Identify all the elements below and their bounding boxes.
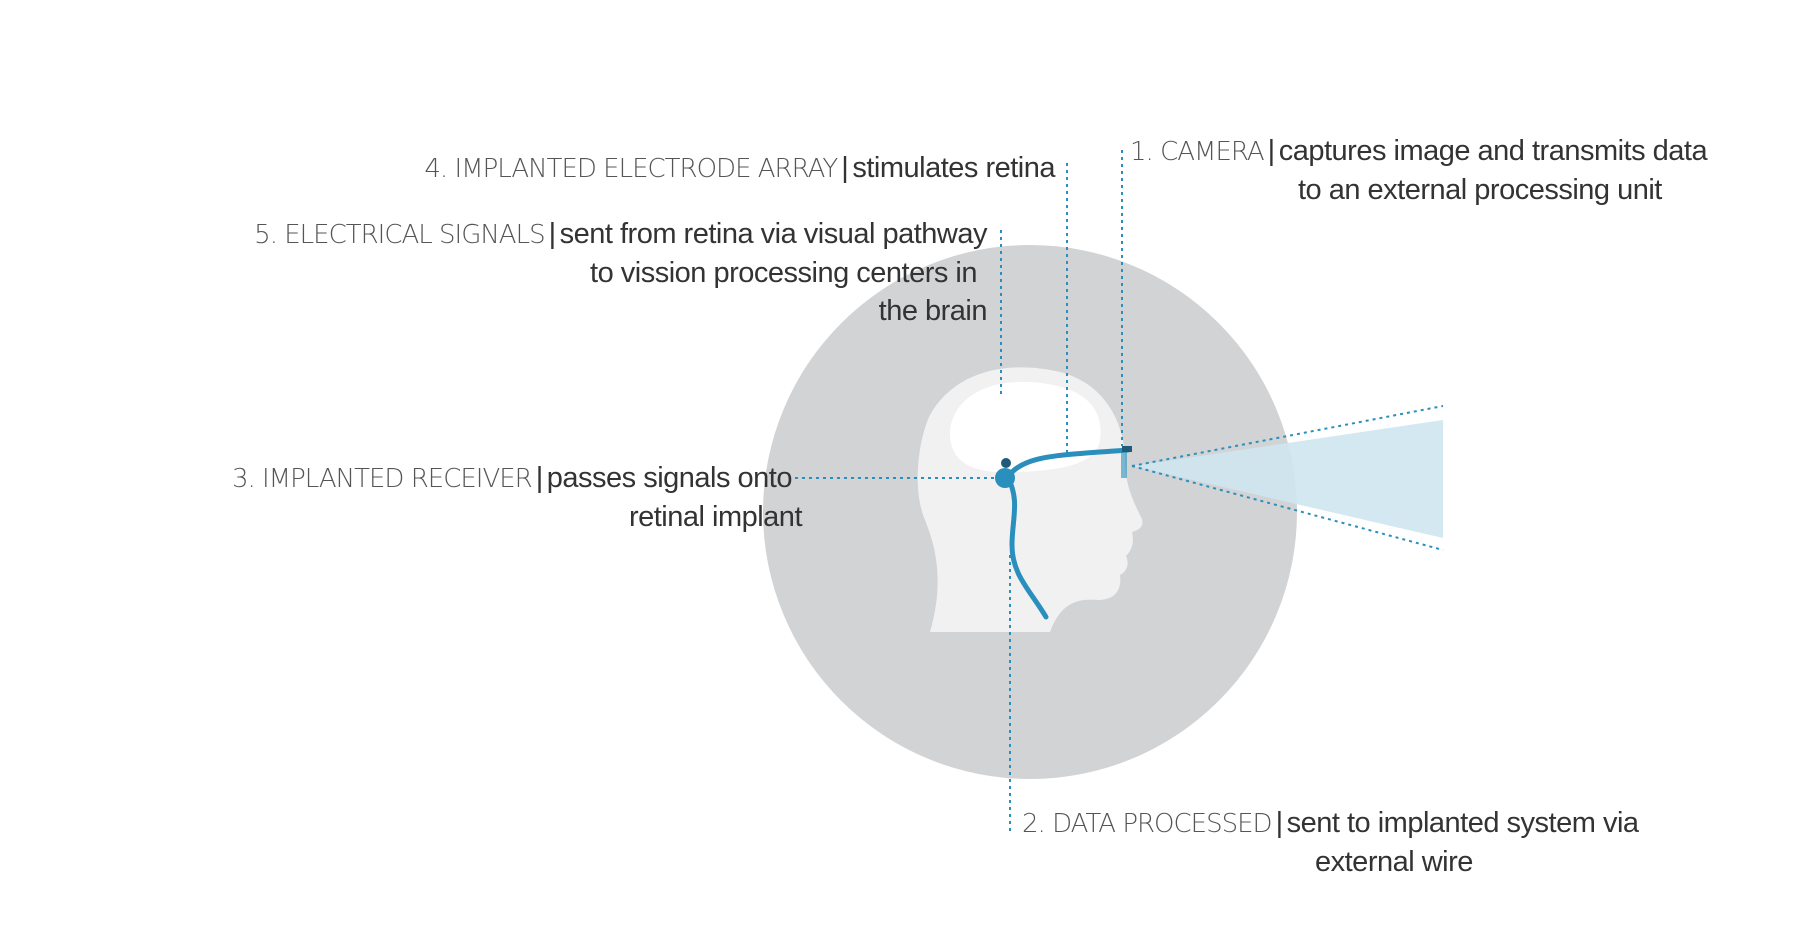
- label-camera: 1. CAMERA|captures image and transmits d…: [1130, 135, 1708, 206]
- cone-lower-leader: [1131, 465, 1444, 551]
- external-wire: [1005, 475, 1049, 620]
- label-signals-title: 5. ELECTRICAL SIGNALS: [254, 220, 545, 250]
- receiver-node: [995, 468, 1015, 488]
- glasses-arm: [1009, 447, 1131, 475]
- label-data-title: 2. DATA PROCESSED: [1022, 809, 1273, 839]
- label-electrode-title: 4. IMPLANTED ELECTRODE ARRAY: [424, 154, 838, 184]
- electrode-node: [1001, 458, 1011, 468]
- label-receiver-title: 3. IMPLANTED RECEIVER: [231, 464, 533, 494]
- label-signals: 5. ELECTRICAL SIGNALS|sent from retina v…: [254, 218, 987, 327]
- label-data: 2. DATA PROCESSED|sent to implanted syst…: [1022, 807, 1639, 878]
- label-receiver: 3. IMPLANTED RECEIVER|passes signals ont…: [231, 462, 803, 533]
- camera-unit: [1122, 446, 1132, 452]
- label-camera-desc: captures image and transmits data: [1278, 135, 1708, 167]
- glasses-lens: [1121, 452, 1127, 478]
- label-electrode: 4. IMPLANTED ELECTRODE ARRAY|stimulates …: [424, 152, 1055, 184]
- brain-shape: [949, 381, 1101, 473]
- vision-cone: [1132, 420, 1443, 538]
- label-camera-title: 1. CAMERA: [1130, 137, 1265, 167]
